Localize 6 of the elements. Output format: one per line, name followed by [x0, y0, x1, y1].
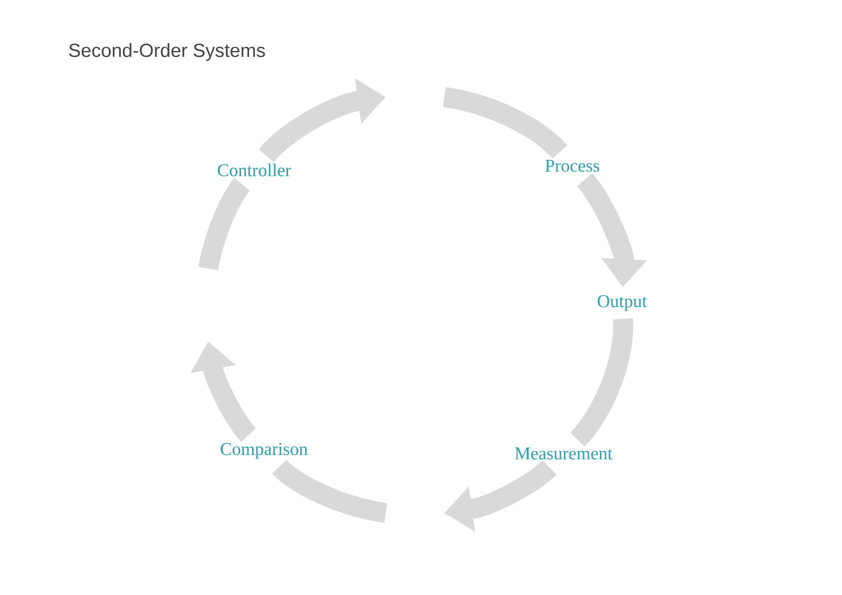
stage-label: Controller — [218, 164, 291, 176]
title: Second-Order Systems — [69, 43, 265, 61]
stage-label: Measurement — [515, 448, 612, 460]
stage-label: Process — [545, 160, 600, 172]
stage-label: Comparison — [220, 443, 308, 459]
stage-label: Output — [598, 295, 647, 311]
